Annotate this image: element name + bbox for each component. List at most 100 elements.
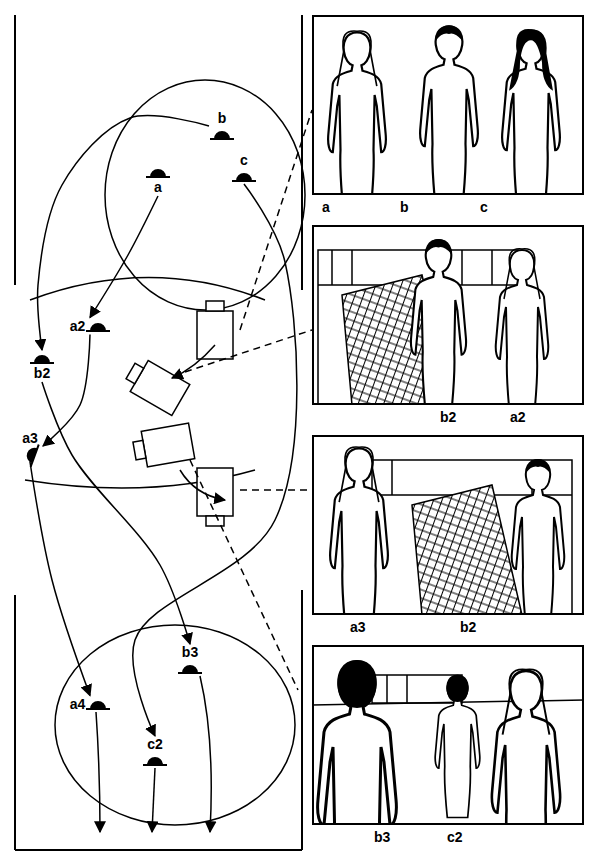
frame-illustration bbox=[318, 660, 397, 865]
frame-illustration bbox=[386, 675, 388, 703]
frame-border bbox=[14, 15, 16, 285]
frame-border bbox=[312, 645, 584, 825]
actor-symbol bbox=[30, 351, 54, 365]
actor-mark: a2 bbox=[69, 318, 112, 335]
frame-illustration bbox=[420, 26, 478, 210]
view-leader-line bbox=[190, 460, 298, 690]
frame-border bbox=[15, 15, 302, 850]
frame-illustration bbox=[328, 31, 386, 216]
exit-arrow bbox=[96, 676, 211, 832]
actor-label: b bbox=[218, 111, 227, 126]
frame-illustration bbox=[331, 250, 333, 285]
actor-symbol bbox=[30, 356, 54, 363]
movement-arrow bbox=[30, 462, 90, 696]
frame-illustration bbox=[351, 250, 353, 285]
frame-border bbox=[301, 15, 303, 290]
movement-arrow bbox=[133, 184, 297, 736]
actor-symbol bbox=[86, 702, 110, 709]
frame-border bbox=[15, 849, 302, 851]
actor-symbol bbox=[86, 319, 110, 333]
film-frame: a3 b2 bbox=[312, 435, 584, 639]
actor-mark: a bbox=[145, 164, 171, 196]
actor-mark: b bbox=[209, 110, 235, 142]
frame-illustration bbox=[496, 250, 549, 417]
frame-caption: a3 bbox=[350, 620, 366, 635]
frame-caption: c bbox=[480, 200, 488, 215]
camera-symbol bbox=[122, 301, 233, 526]
frame-illustration bbox=[420, 25, 478, 210]
camera-symbol bbox=[122, 355, 190, 415]
frame-illustration bbox=[502, 29, 560, 214]
frame-illustration bbox=[492, 671, 560, 865]
movement-arrow bbox=[43, 335, 90, 447]
actor-symbol bbox=[86, 697, 110, 711]
actor-symbol bbox=[210, 132, 234, 139]
actor-mark: a3 bbox=[17, 430, 43, 462]
actor-mark: b3 bbox=[177, 644, 203, 676]
frame-illustration bbox=[492, 669, 560, 865]
frame-illustration bbox=[312, 15, 584, 216]
camera-symbol bbox=[197, 301, 233, 359]
actor-symbol bbox=[143, 753, 167, 767]
actor-symbol bbox=[86, 324, 110, 331]
frame-caption: b bbox=[400, 200, 409, 215]
actor-mark: c bbox=[231, 152, 257, 184]
frame-illustration bbox=[435, 676, 480, 818]
actor-label: a4 bbox=[70, 697, 86, 712]
actor-symbol bbox=[24, 442, 39, 467]
frame-illustration bbox=[503, 669, 550, 734]
frame-border bbox=[312, 435, 584, 615]
frame-border bbox=[301, 590, 303, 850]
actor-symbol bbox=[232, 174, 256, 181]
frame-illustration bbox=[312, 645, 584, 865]
frame-caption: b2 bbox=[460, 620, 476, 635]
view-leader-line bbox=[185, 330, 312, 372]
frame-illustration bbox=[436, 25, 462, 40]
actor-symbol bbox=[178, 666, 202, 673]
frame-illustration bbox=[312, 435, 584, 632]
frame-illustration bbox=[412, 485, 522, 615]
camera-move-arrow bbox=[172, 345, 215, 378]
actor-label: a bbox=[154, 180, 162, 195]
staging-circle bbox=[105, 80, 305, 310]
actor-symbol bbox=[178, 661, 202, 675]
frame-illustration bbox=[391, 460, 393, 495]
frame-illustration bbox=[512, 460, 565, 627]
actor-label: b2 bbox=[34, 366, 50, 381]
staging-circle bbox=[55, 625, 295, 825]
frame-illustration bbox=[328, 32, 386, 216]
movement-arrow bbox=[38, 116, 209, 350]
frame-illustration bbox=[406, 675, 408, 703]
frame-illustration bbox=[337, 31, 377, 86]
staging-circle bbox=[30, 278, 265, 301]
movement-arrow bbox=[90, 196, 158, 318]
frame-illustration bbox=[461, 250, 463, 285]
actor-label: a3 bbox=[22, 431, 38, 446]
frame-border bbox=[14, 595, 16, 850]
view-leader-line bbox=[240, 110, 312, 330]
frame-border bbox=[312, 225, 584, 405]
frame-illustration bbox=[502, 30, 560, 214]
actor-mark: c2 bbox=[142, 736, 168, 768]
film-frame: b2a2 bbox=[312, 225, 584, 429]
actor-symbol bbox=[210, 127, 234, 141]
frame-border bbox=[312, 15, 584, 195]
staging-circle bbox=[25, 80, 305, 825]
frame-illustration bbox=[526, 459, 550, 473]
actor-symbol bbox=[146, 170, 170, 177]
film-frame: a b c bbox=[312, 15, 584, 219]
frame-illustration bbox=[312, 225, 584, 417]
frame-caption: b3 bbox=[374, 830, 390, 845]
exit-arrow bbox=[152, 768, 155, 832]
actor-label: c bbox=[240, 153, 248, 168]
exit-arrow bbox=[200, 676, 211, 832]
frame-illustration bbox=[330, 447, 388, 632]
camera-symbol bbox=[131, 423, 194, 469]
actor-label: b3 bbox=[182, 645, 198, 660]
view-leader-line bbox=[185, 110, 312, 690]
frame-caption: a bbox=[322, 200, 330, 215]
actor-symbol bbox=[146, 165, 170, 179]
frame-illustration bbox=[509, 29, 553, 91]
